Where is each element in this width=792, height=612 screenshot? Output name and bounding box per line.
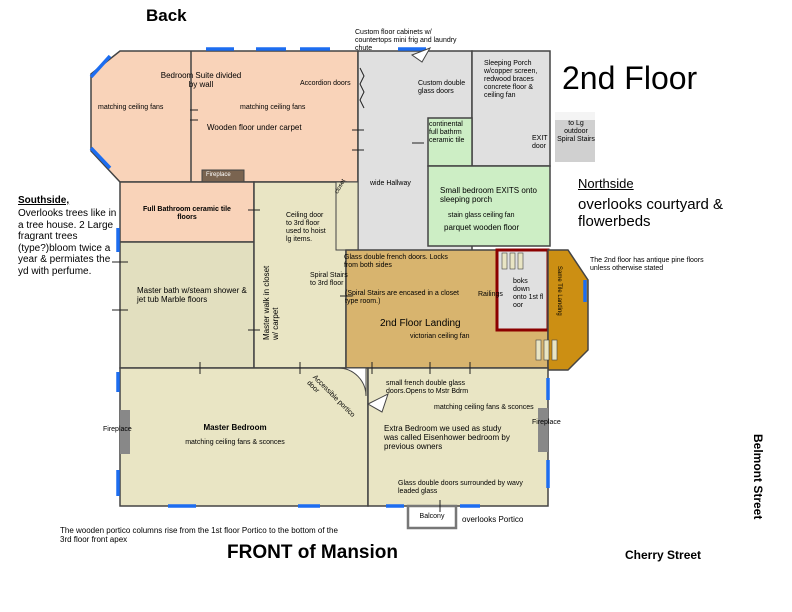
full-bath-label: Full Bathroom ceramic tile floors (143, 206, 231, 222)
walk-in-closet-label: Master walk in closet w/ carpet (262, 265, 281, 340)
small-bedroom-fan: stain glass ceiling fan (448, 212, 515, 219)
cabinets-arrow (410, 47, 432, 63)
floor-title: 2nd Floor (562, 60, 698, 96)
bedroom-suite-title: Bedroom Suite divided by wall (160, 71, 242, 90)
outdoor-spiral-label: to Lg outdoor Spiral Stairs (557, 120, 595, 144)
belmont-street-label: Belmont Street (751, 434, 765, 520)
master-bath-room (119, 241, 255, 369)
master-fireplace-block (120, 410, 130, 454)
accordion-door-mark (359, 67, 365, 109)
master-bedroom-fans: matching ceiling fans & sconces (185, 439, 285, 446)
portico-door-swing (337, 367, 367, 397)
spiral-note: (Spiral Stairs are encased in a closet t… (345, 290, 459, 306)
window-marks (89, 47, 587, 508)
northside-text: overlooks courtyard & flowerbeds (578, 196, 724, 231)
balcony-label: Balcony (419, 513, 445, 520)
landing-fan: victorian ceiling fan (410, 333, 470, 340)
northside-heading: Northside (578, 176, 634, 191)
extra-bedroom-room (367, 367, 549, 507)
walk-in-closet-room (253, 181, 347, 369)
same-tile-label: Same Tile Landing (556, 266, 562, 316)
french-doors-label: Glass double french doors. Locks from bo… (344, 254, 448, 270)
sleeping-porch-room (471, 50, 551, 167)
cabinets-note: Custom floor cabinets w/ countertops min… (355, 29, 457, 53)
small-doors-label: small french double glass doors.Opens to… (386, 380, 469, 396)
door-ticks (112, 109, 471, 512)
landing-title: 2nd Floor Landing (380, 318, 461, 329)
fireplace-top-label: Fireplace (206, 172, 231, 178)
custom-doors-label: Custom double glass doors (418, 80, 466, 96)
cherry-street-label: Cherry Street (625, 548, 702, 562)
suite-floor-note: Wooden floor under carpet (207, 123, 302, 132)
small-bedroom-title: Small bedroom EXITS onto sleeping porch (440, 186, 537, 205)
extra-fireplace-block (538, 408, 548, 452)
extra-fireplace-label: Fireplace (532, 419, 561, 426)
suite-fans-right: matching ceiling fans (240, 104, 306, 111)
continental-bath-label: continental full bathrm ceramic tile (429, 121, 465, 145)
railings-label: Railings (478, 291, 503, 298)
master-bath-label: Master bath w/steam shower & jet tub Mar… (137, 286, 247, 305)
extra-bedroom-title: Extra Bedroom we used as study was calle… (384, 424, 510, 452)
suite-fans-left: matching ceiling fans (98, 104, 164, 111)
extra-bedroom-fans: matching ceiling fans & sconces (434, 404, 534, 411)
north-floor-note: The 2nd floor has antique pine floors un… (590, 257, 704, 273)
front-label: FRONT of Mansion (227, 542, 398, 563)
full-bath-room (119, 181, 255, 243)
ceiling-door-label: Ceiling door to 3rd floor used to hoist … (286, 212, 326, 244)
master-fireplace-label: Fireplace (103, 426, 132, 433)
balcony-box (406, 504, 458, 530)
portico-note: The wooden portico columns rise from the… (60, 526, 338, 545)
spiral-stairs-label: Spiral Stairs to 3rd floor (310, 272, 348, 288)
southside-heading: Southside, (18, 195, 70, 206)
hallway-label: wide Hallway (370, 180, 411, 187)
small-doors-arrow (366, 393, 389, 413)
back-label: Back (146, 6, 187, 25)
accordion-doors-label: Accordion doors (300, 80, 351, 87)
master-bedroom-room (119, 367, 369, 507)
continental-bath-room (427, 117, 473, 167)
master-bedroom-title: Master Bedroom (203, 423, 267, 432)
small-bedroom-room (427, 165, 551, 247)
small-bedroom-floor: parquet wooden floor (444, 223, 520, 232)
outdoor-spiral-stairs (555, 112, 595, 162)
balcony-note: overlooks Portico (462, 515, 524, 524)
exit-door-label: EXIT door (532, 135, 548, 151)
glass-doors-label: Glass double doors surrounded by wavy le… (398, 480, 523, 496)
southside-text: Overlooks trees like in a tree house. 2 … (18, 208, 117, 277)
books-down-label: boks down onto 1st fl oor (513, 278, 544, 310)
sleeping-porch-label: Sleeping Porch w/copper screen, redwood … (484, 60, 538, 100)
